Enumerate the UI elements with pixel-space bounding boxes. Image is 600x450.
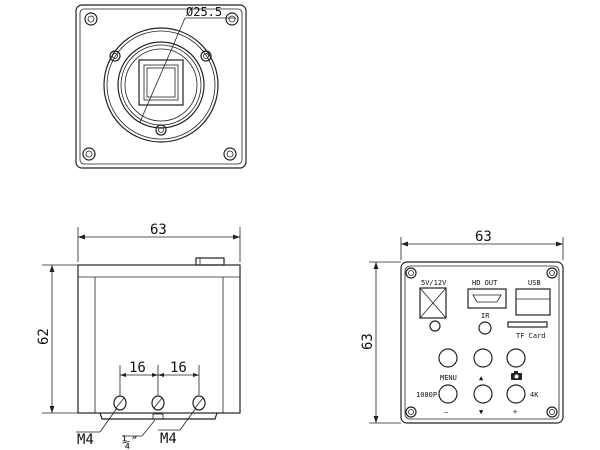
ir-receiver [478,321,492,335]
rear-width-label: 63 [475,229,492,245]
front-corner-screws [82,12,239,161]
camera-icon [511,371,522,380]
spacing-right-label: 16 [170,360,187,376]
menu-button[interactable] [438,348,458,368]
diameter-leader [139,17,186,123]
lens-mount [103,27,219,143]
down-button[interactable] [473,384,493,404]
front-view: Ø25.5 [75,4,247,169]
rear-body-outline [400,261,564,424]
minus-symbol: — [444,408,449,416]
plus-symbol: + [513,408,517,416]
side-mount-holes [113,395,206,420]
thread-center-label: ¼″ [122,435,139,450]
rear-corner-screws [405,267,558,418]
res-left-label: 1080P [416,391,437,399]
image-sensor [138,59,184,106]
power-label: 5V/12V [421,279,447,287]
front-body-outline [75,4,247,169]
thread-left-label: M4 [77,432,94,448]
hdmi-label: HD OUT [472,279,498,287]
side-height-label: 62 [36,328,52,345]
hdmi-port [467,288,507,309]
side-view: 63 62 16 16 [36,222,241,450]
res-right-label: 4K [530,391,539,399]
minus-button[interactable] [438,384,458,404]
up-button[interactable] [473,348,493,368]
thread-right-label: M4 [160,431,177,447]
power-jack [419,287,447,319]
up-symbol: ▲ [479,374,484,382]
side-body-outline [77,264,241,414]
ir-label: IR [481,312,490,320]
plus-button[interactable] [506,384,526,404]
power-led [429,320,441,332]
side-top-connector [195,257,225,266]
rear-height-label: 63 [360,333,376,350]
down-symbol: ▼ [479,408,484,416]
spacing-left-label: 16 [129,360,146,376]
tf-card-label: TF Card [516,332,546,340]
front-body-inner [79,8,243,165]
snapshot-button[interactable] [506,348,526,368]
usb-label: USB [528,279,541,287]
usb-port [515,288,551,316]
rear-view: 63 63 5V/12V HD OUT USB IR [360,229,564,424]
tf-card-slot [507,321,548,328]
side-width-label: 63 [150,222,167,238]
diameter-label: Ø25.5 [186,5,222,19]
menu-label: MENU [440,374,457,382]
